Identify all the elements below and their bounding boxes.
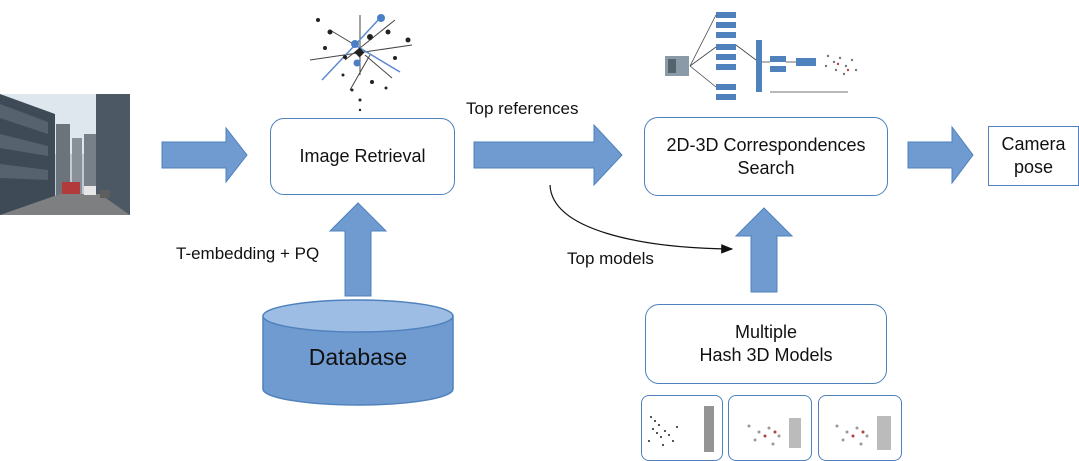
arrow-retrieval-to-search [473,123,623,187]
arrow-models-to-search [734,207,794,293]
image-retrieval-node: Image Retrieval [270,118,455,195]
hash-model-thumbnail-3 [818,395,902,461]
arrow-query-to-retrieval [161,126,248,184]
embedding-label: T-embedding + PQ [176,244,320,263]
top-references-label: Top references [466,99,579,118]
hash-models-node: Multiple Hash 3D Models [645,304,887,384]
database-cylinder [262,299,454,406]
query-image [0,94,130,215]
camera-pose-node: Camera pose [988,126,1079,186]
top-models-connector [549,184,734,254]
arrow-search-to-pose [907,125,974,185]
correspondence-search-node: 2D-3D Correspondences Search [644,117,888,196]
hash-model-thumbnail-1 [641,395,723,461]
database-label: Database [308,344,408,370]
arrow-database-to-retrieval [328,202,388,297]
top-models-label: Top models [567,249,654,268]
hash-model-thumbnail-2 [728,395,812,461]
